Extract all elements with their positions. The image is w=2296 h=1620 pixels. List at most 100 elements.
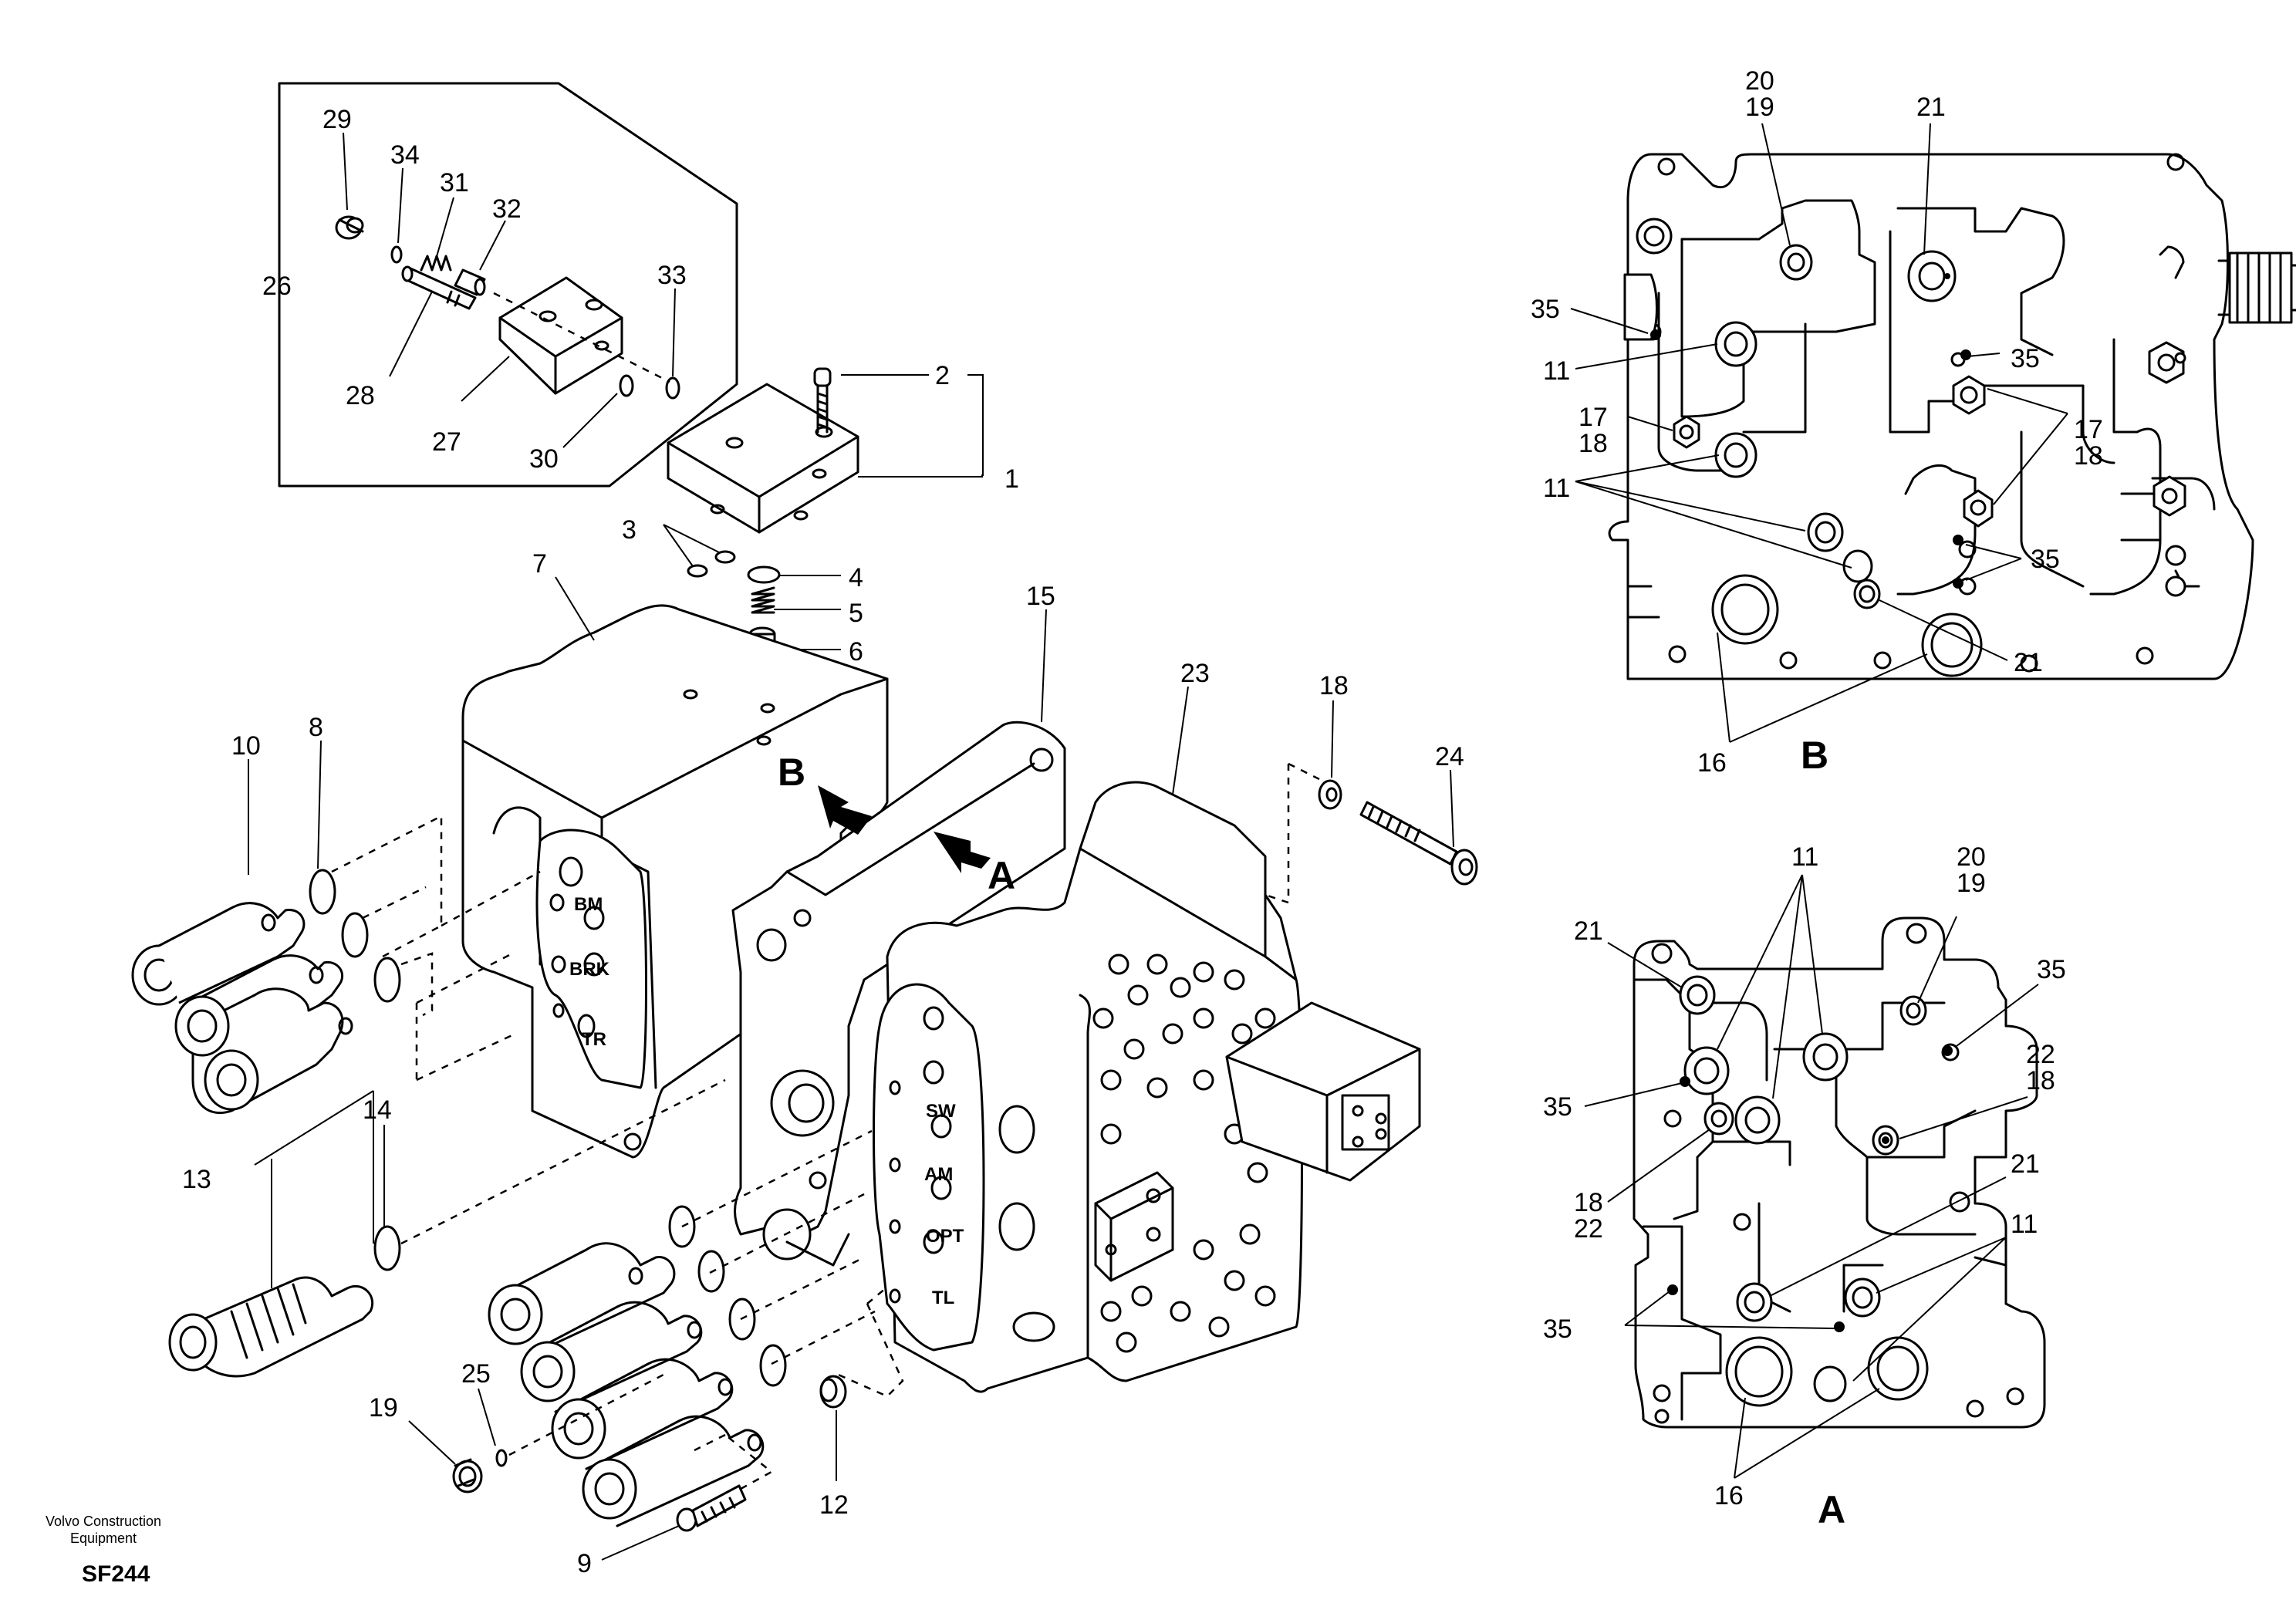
footer-company-line2: Equipment	[70, 1531, 137, 1546]
callout-29: 29	[322, 105, 352, 134]
part-9-bolt	[676, 1484, 747, 1532]
view-a-label-22-left: 22	[1574, 1214, 1603, 1244]
part-2-bolt	[813, 367, 832, 434]
part-28-spool	[401, 265, 477, 310]
body-small-block	[1094, 1171, 1174, 1282]
view-b-label-11-lower: 11	[1543, 474, 1570, 503]
view-a-label-35-lower: 35	[1543, 1315, 1572, 1344]
body-solenoid-block	[1225, 1001, 1421, 1182]
part-10-solenoids	[131, 902, 353, 1115]
view-a-labels: 11 20 19 21 35 22 18 35 18 22 21 11 35 1…	[1543, 842, 2066, 1531]
view-b	[1570, 123, 2296, 743]
callout-10: 10	[231, 731, 261, 761]
spool-tag-tl: TL	[932, 1288, 954, 1308]
view-a-label-11: 11	[1791, 842, 1818, 872]
part-3-oring	[687, 564, 708, 578]
view-marker-b: B	[778, 751, 805, 794]
part-lower-orings	[668, 1205, 787, 1387]
view-b-label-21: 21	[1916, 93, 1946, 122]
callout-2: 2	[935, 361, 950, 390]
view-b-labels: 20 19 21 35 35 11 17 18 17 18 11 35 21 1…	[1531, 66, 2103, 778]
part-13-plug	[168, 1276, 374, 1378]
spool-tag-opt: OPT	[926, 1226, 964, 1247]
part-15-plate	[731, 721, 1066, 1267]
inset-box-26	[278, 82, 738, 488]
callout-18: 18	[1319, 671, 1349, 700]
view-b-label-18-right: 18	[2074, 441, 2103, 471]
part-32-piston	[454, 268, 486, 296]
callout-12: 12	[819, 1490, 849, 1520]
view-a	[1584, 874, 2046, 1479]
callout-7: 7	[532, 549, 547, 579]
view-a-label-19: 19	[1957, 869, 1986, 898]
spool-tag-bm: BM	[574, 894, 603, 915]
part-lower-solenoids	[488, 1242, 765, 1527]
view-a-label-18-left: 18	[1574, 1188, 1603, 1217]
view-a-label-22: 22	[2026, 1040, 2055, 1069]
view-b-label-11: 11	[1543, 356, 1570, 386]
part-5-spring	[751, 586, 775, 614]
view-a-title: A	[1818, 1488, 1845, 1531]
callout-19: 19	[369, 1393, 398, 1423]
view-marker-a: A	[988, 854, 1015, 897]
arrow-a-icon	[934, 832, 991, 873]
callout-6: 6	[849, 637, 863, 667]
part-29-plug	[335, 215, 364, 240]
callout-3: 3	[622, 515, 636, 545]
part-12-plug	[819, 1375, 847, 1409]
view-a-label-21-lower: 21	[2011, 1149, 2040, 1179]
part-7-housing: BM BRK TR	[461, 604, 889, 1159]
view-b-label-17-right: 17	[2074, 415, 2103, 444]
part-30-oring	[619, 374, 634, 397]
part-27-block	[498, 276, 623, 395]
callout-15: 15	[1026, 582, 1055, 611]
view-a-label-18: 18	[2026, 1066, 2055, 1095]
callout-31: 31	[440, 168, 469, 197]
part-33-oring	[665, 376, 680, 400]
footer-ref: SF244	[82, 1561, 150, 1587]
view-a-label-11-lower: 11	[2011, 1210, 2038, 1239]
part-8-orings	[309, 869, 401, 1003]
spool-tag-brk: BRK	[569, 959, 610, 980]
part-23-body: SW AM OPT TL	[873, 781, 1421, 1393]
callout-9: 9	[577, 1549, 592, 1578]
callout-30: 30	[529, 444, 559, 474]
part-24-bolt	[1359, 801, 1478, 886]
callout-4: 4	[849, 563, 863, 592]
part-25-oring	[495, 1449, 508, 1467]
view-b-label-35: 35	[1531, 295, 1560, 324]
footer-company-line1: Volvo Construction	[46, 1514, 161, 1529]
callout-24: 24	[1435, 742, 1464, 771]
part-1-cover	[667, 383, 859, 534]
callout-27: 27	[432, 427, 461, 457]
callout-25: 25	[461, 1359, 491, 1389]
view-b-fitting	[2217, 251, 2296, 324]
view-b-label-35-lower: 35	[2031, 545, 2060, 574]
view-b-label-16: 16	[1697, 748, 1727, 778]
callout-26: 26	[262, 272, 292, 301]
callout-1: 1	[1004, 464, 1019, 494]
callout-5: 5	[849, 599, 863, 628]
view-a-label-20: 20	[1957, 842, 1986, 872]
view-a-label-35-left: 35	[1543, 1092, 1572, 1122]
part-4-ring	[747, 565, 781, 584]
view-b-label-19: 19	[1745, 93, 1774, 122]
callout-13: 13	[182, 1165, 211, 1194]
callout-28: 28	[346, 381, 375, 410]
callout-34: 34	[390, 140, 420, 170]
view-b-label-21-lower: 21	[2014, 648, 2043, 677]
callout-labels: 2 1 3 4 5 6 7 8 9 10 12 13 14 15 18 19 2…	[182, 105, 1464, 1578]
callout-8: 8	[309, 713, 323, 742]
spool-tag-tr: TR	[582, 1029, 606, 1050]
view-b-label-35-right: 35	[2011, 344, 2040, 373]
view-b-label-20: 20	[1745, 66, 1774, 96]
part-14-oring	[373, 1225, 401, 1271]
callout-33: 33	[657, 261, 687, 290]
part-34-oring	[390, 245, 403, 264]
view-a-label-35: 35	[2037, 955, 2066, 984]
callout-14: 14	[363, 1095, 392, 1125]
part-19-plug	[452, 1458, 483, 1493]
spool-tag-sw: SW	[926, 1101, 956, 1122]
view-b-label-17: 17	[1578, 403, 1608, 432]
